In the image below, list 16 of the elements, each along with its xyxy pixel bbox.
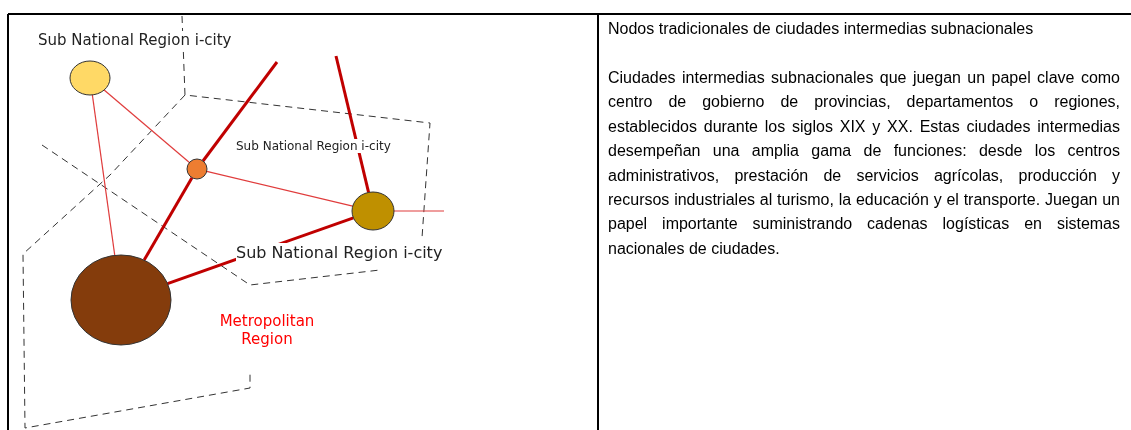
city-circle: [351, 191, 395, 231]
connection-line: [201, 61, 279, 162]
connection-line: [142, 176, 194, 261]
heading-text: Nodos tradicionales de ciudades intermedias subnacionales: [608, 19, 1035, 39]
connection-line: [393, 210, 445, 212]
region-label: Sub National Region i-city: [236, 139, 391, 154]
region-label: Sub National Region i-city: [38, 31, 232, 49]
city-circle: [69, 60, 111, 96]
region-label: Sub National Region i-city: [236, 243, 443, 263]
connection-line: [91, 94, 116, 256]
connection-line: [334, 55, 371, 193]
connection-line: [206, 170, 354, 207]
connection-line: [103, 89, 190, 164]
city-circle: [70, 254, 172, 346]
description-paragraph: Ciudades intermedias subnacionales que juegan un papel clave como centro de gobierno de provincias, departamentos o regiones, establecidos durante los siglos XIX y XX. Estas ciudades intermedias desempeñan una amplia gama de funciones: desde los centros administrativos, prestación de servicios agrícolas, producción y recursos industriales al turismo, la educación y el transporte. Juegan un papel importante suministrando cadenas logísticas en sistemas nacionales de ciudades.: [608, 68, 1120, 259]
city-circle: [186, 158, 208, 180]
